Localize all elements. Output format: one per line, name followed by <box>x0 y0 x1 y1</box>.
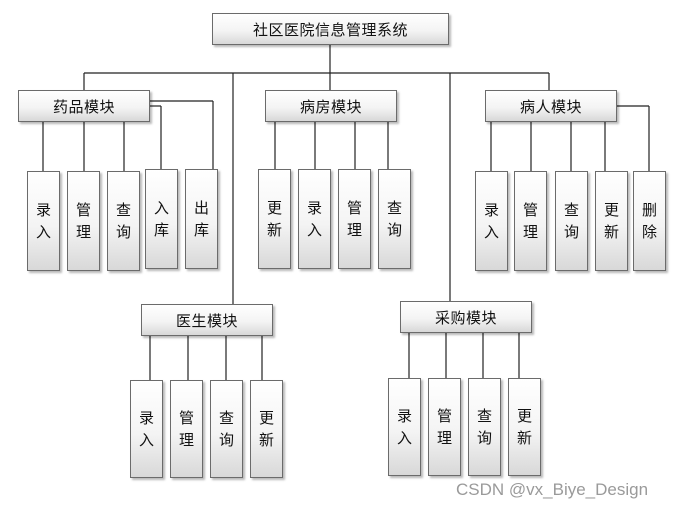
leaf-label: 删除 <box>641 201 657 241</box>
leaf-label: 更新 <box>258 409 274 449</box>
root-label: 社区医院信息管理系统 <box>252 20 408 39</box>
module-node-ward: 病房模块 <box>265 90 397 122</box>
leaf-node-ward-entry: 录入 <box>298 169 331 269</box>
module-label-ward: 病房模块 <box>299 97 362 116</box>
leaf-label: 录入 <box>35 201 51 241</box>
leaf-node-patient-query: 查询 <box>555 171 588 271</box>
module-node-purchase: 采购模块 <box>400 301 532 333</box>
leaf-label: 更新 <box>603 201 619 241</box>
leaf-node-doctor-manage: 管理 <box>170 380 203 478</box>
module-label-patient: 病人模块 <box>519 97 582 116</box>
leaf-node-doctor-query: 查询 <box>210 380 243 478</box>
leaf-node-patient-entry: 录入 <box>475 171 508 271</box>
leaf-node-patient-manage: 管理 <box>514 171 547 271</box>
leaf-node-purchase-entry: 录入 <box>388 378 421 476</box>
root-node: 社区医院信息管理系统 <box>212 13 449 45</box>
leaf-label: 管理 <box>178 409 194 449</box>
leaf-label: 查询 <box>386 199 402 239</box>
module-node-doctor: 医生模块 <box>141 304 273 336</box>
leaf-label: 更新 <box>266 199 282 239</box>
leaf-node-ward-manage: 管理 <box>338 169 371 269</box>
leaf-label: 出库 <box>193 199 209 239</box>
leaf-node-drug-stock-out: 出库 <box>185 169 218 269</box>
leaf-label: 录入 <box>306 199 322 239</box>
leaf-node-patient-delete: 删除 <box>633 171 666 271</box>
leaf-node-purchase-manage: 管理 <box>428 378 461 476</box>
leaf-label: 管理 <box>522 201 538 241</box>
leaf-label: 更新 <box>516 407 532 447</box>
leaf-node-doctor-entry: 录入 <box>130 380 163 478</box>
leaf-node-drug-query: 查询 <box>107 171 140 271</box>
leaf-node-patient-update: 更新 <box>595 171 628 271</box>
leaf-label: 管理 <box>346 199 362 239</box>
leaf-node-drug-manage: 管理 <box>67 171 100 271</box>
leaf-node-drug-stock-in: 入库 <box>145 169 178 269</box>
module-label-doctor: 医生模块 <box>175 311 238 330</box>
watermark: CSDN @vx_Biye_Design <box>456 480 649 499</box>
leaf-label: 录入 <box>138 409 154 449</box>
leaf-label: 查询 <box>563 201 579 241</box>
leaf-node-ward-update: 更新 <box>258 169 291 269</box>
module-label-purchase: 采购模块 <box>434 308 497 327</box>
leaf-label: 查询 <box>218 409 234 449</box>
module-node-drug: 药品模块 <box>18 90 150 122</box>
module-label-drug: 药品模块 <box>52 97 115 116</box>
leaf-label: 入库 <box>153 199 169 239</box>
leaf-node-drug-entry: 录入 <box>27 171 60 271</box>
leaf-label: 录入 <box>396 407 412 447</box>
leaf-label: 查询 <box>115 201 131 241</box>
leaf-node-ward-query: 查询 <box>378 169 411 269</box>
leaf-label: 查询 <box>476 407 492 447</box>
leaf-node-doctor-update: 更新 <box>250 380 283 478</box>
leaf-label: 管理 <box>75 201 91 241</box>
leaf-node-purchase-query: 查询 <box>468 378 501 476</box>
leaf-node-purchase-update: 更新 <box>508 378 541 476</box>
leaf-label: 录入 <box>483 201 499 241</box>
module-node-patient: 病人模块 <box>485 90 617 122</box>
leaf-label: 管理 <box>436 407 452 447</box>
